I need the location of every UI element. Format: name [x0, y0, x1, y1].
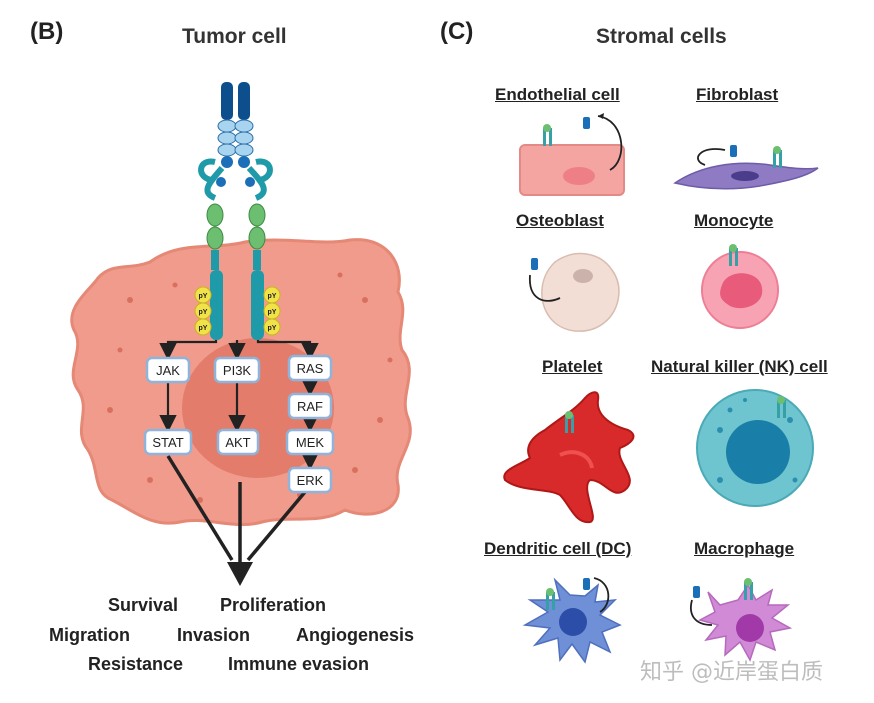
outcome-resistance: Resistance: [88, 654, 184, 674]
panel-c-title: Stromal cells: [596, 25, 727, 48]
panel-b-title: Tumor cell: [182, 25, 287, 48]
mek-label: MEK: [296, 435, 325, 450]
stat-box: [143, 428, 193, 456]
label-monocyte: Monocyte: [694, 211, 774, 230]
panel-b-letter: (B): [30, 18, 64, 45]
macrophage-image: [690, 578, 793, 662]
raf-label: RAF: [297, 399, 323, 414]
py-label-2: pY: [199, 309, 208, 316]
py-label-5: pY: [268, 309, 277, 316]
pi3k-label: PI3K: [223, 363, 252, 378]
py-label-4: pY: [268, 293, 277, 300]
erk-box: [287, 466, 333, 494]
label-fibroblast: Fibroblast: [696, 85, 779, 104]
label-nk-cell: Natural killer (NK) cell: [651, 357, 828, 376]
outcome-invasion: Invasion: [177, 625, 251, 645]
monocyte-image: [701, 244, 779, 329]
phospho-tyrosines: pY pY pY pY pY pY: [194, 286, 281, 336]
py-label-3: pY: [199, 325, 208, 332]
outcome-survival: Survival: [108, 595, 179, 615]
pi3k-box: [213, 356, 261, 384]
label-endothelial-cell: Endothelial cell: [495, 85, 620, 104]
outcome-proliferation: Proliferation: [220, 595, 327, 615]
label-osteoblast: Osteoblast: [516, 211, 604, 230]
osteoblast-image: [529, 252, 620, 332]
fibroblast-image: [673, 145, 819, 190]
platelet-image: [503, 391, 635, 524]
akt-box: [216, 428, 260, 456]
label-macrophage: Macrophage: [694, 539, 795, 558]
raf-box: [287, 392, 333, 420]
panel-c-letter: (C): [440, 18, 474, 45]
outcome-immune-evasion: Immune evasion: [228, 654, 370, 674]
ras-label: RAS: [297, 361, 324, 376]
nk-cell-image: [696, 389, 814, 507]
py-label-6: pY: [268, 325, 277, 332]
outcome-angiogenesis: Angiogenesis: [296, 625, 415, 645]
mek-box: [285, 428, 335, 456]
converging-arrowhead: [227, 562, 253, 586]
watermark: 知乎 @近岸蛋白质: [640, 660, 823, 685]
ras-box: [287, 354, 333, 382]
label-platelet: Platelet: [542, 357, 603, 376]
akt-label: AKT: [225, 435, 250, 450]
jak-box: [145, 356, 191, 384]
stat-label: STAT: [152, 435, 183, 450]
endothelial-cell-image: [519, 113, 625, 196]
receptor-dimer: [198, 82, 273, 340]
erk-label: ERK: [297, 473, 324, 488]
jak-label: JAK: [156, 363, 180, 378]
py-label-1: pY: [199, 293, 208, 300]
label-dendritic-cell: Dendritic cell (DC): [484, 539, 632, 558]
outcome-migration: Migration: [49, 625, 130, 645]
dendritic-cell-image: [522, 577, 622, 664]
